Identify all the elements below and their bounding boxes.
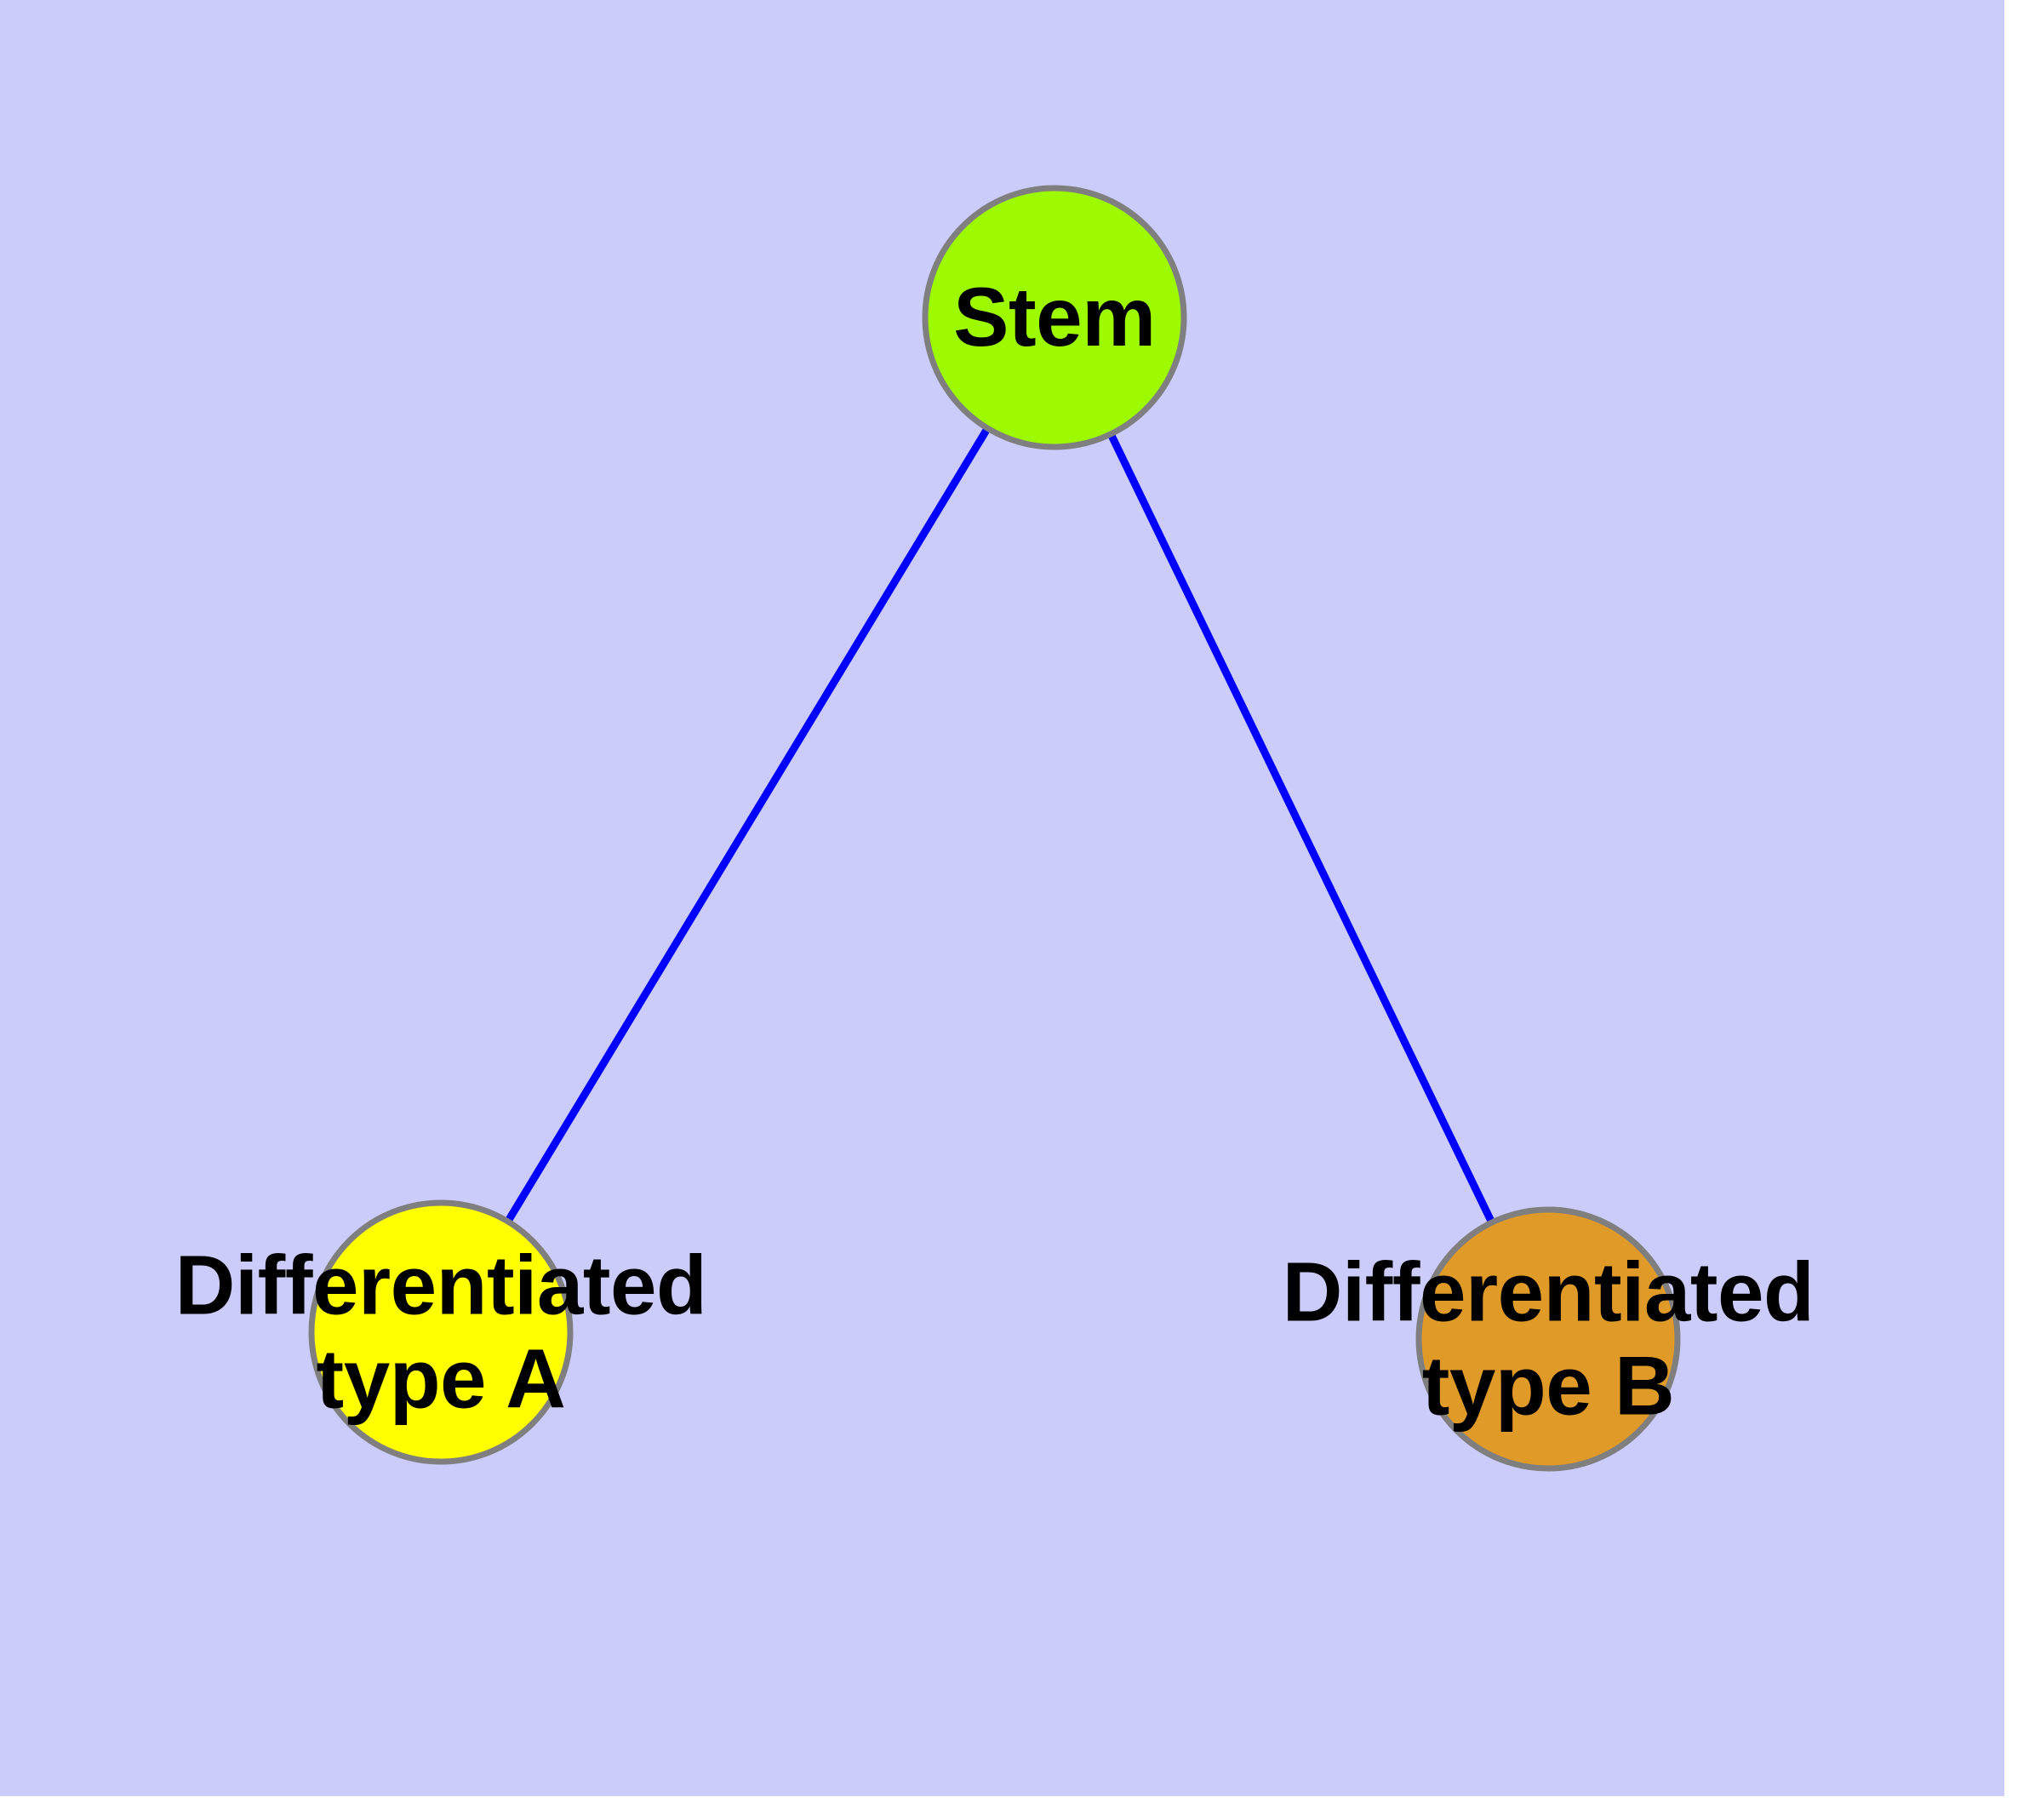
edge-layer [504, 426, 1495, 1225]
node-stem[interactable] [922, 185, 1187, 450]
edge-stem-to-differentiated-type-a[interactable] [504, 426, 992, 1224]
edge-stem-to-differentiated-type-b[interactable] [1107, 432, 1495, 1225]
node-layer [308, 185, 1681, 1472]
node-differentiated-type-b[interactable] [1415, 1206, 1681, 1472]
network-graph-svg [308, 185, 1681, 1472]
graph-plot-area: Stem Differentiated type A Differentiate… [0, 0, 2004, 1796]
node-differentiated-type-a[interactable] [308, 1199, 574, 1465]
